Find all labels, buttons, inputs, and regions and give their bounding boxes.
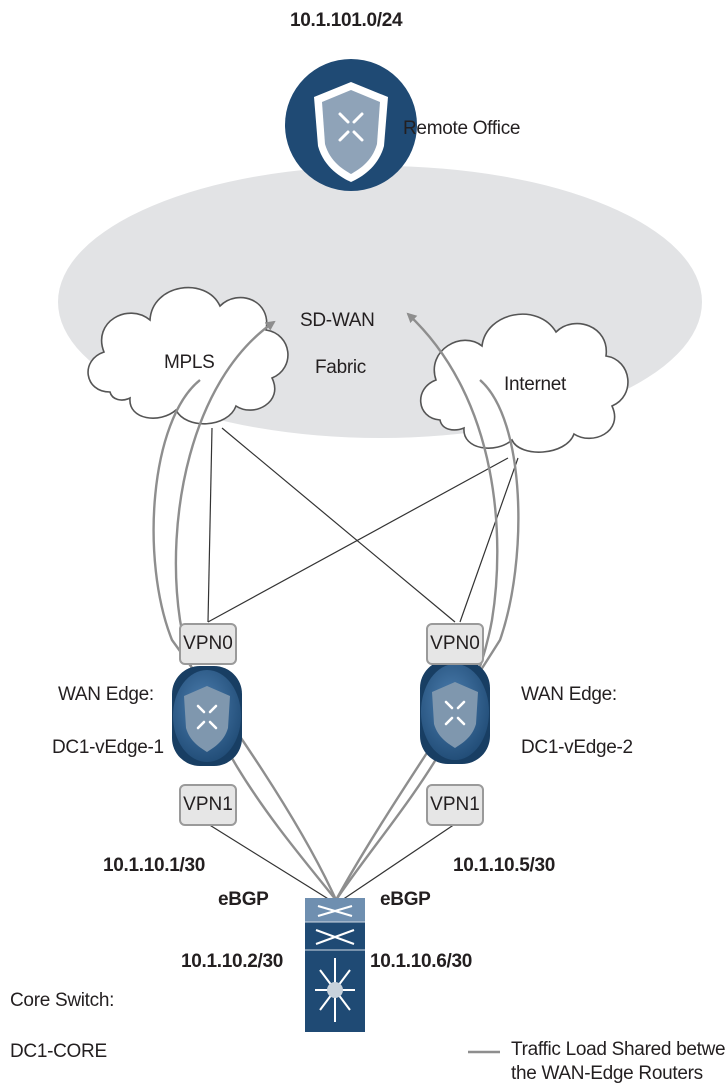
ebgp-left-label: eBGP <box>218 889 269 910</box>
ebgp-links <box>207 823 456 901</box>
edge1-router-icon <box>172 666 242 766</box>
edge2-vpn0-box: VPN0 <box>426 623 484 665</box>
edge1-vpn0-box: VPN0 <box>179 623 237 665</box>
ip-edge2-label: 10.1.10.5/30 <box>453 855 556 876</box>
internet-cloud-icon <box>419 313 629 453</box>
mpls-cloud-icon <box>87 286 289 425</box>
remote-office-label: Remote Office <box>403 118 521 139</box>
edge2-vpn1-box: VPN1 <box>426 784 484 826</box>
ip-core-left-label: 10.1.10.2/30 <box>181 951 284 972</box>
traffic-load-lines <box>152 312 520 901</box>
ip-core-right-label: 10.1.10.6/30 <box>370 951 473 972</box>
remote-subnet-label: 10.1.101.0/24 <box>290 10 403 31</box>
remote-office-router-icon <box>285 59 417 191</box>
legend-text-line1: Traffic Load Shared between <box>511 1039 725 1060</box>
core-name-label: DC1-CORE <box>10 1041 107 1062</box>
legend-text-line2: the WAN-Edge Routers <box>511 1063 703 1084</box>
ip-edge1-label: 10.1.10.1/30 <box>103 855 206 876</box>
fabric-label-line1: SD-WAN <box>300 310 375 331</box>
core-title-label: Core Switch: <box>10 990 115 1011</box>
fabric-label-line2: Fabric <box>315 357 366 378</box>
edge2-router-icon <box>420 660 490 764</box>
wan-links <box>207 427 519 623</box>
edge1-name-label: DC1-vEdge-1 <box>52 737 164 758</box>
internet-label: Internet <box>504 374 567 395</box>
edge2-name-label: DC1-vEdge-2 <box>521 737 633 758</box>
edge2-title-label: WAN Edge: <box>521 684 617 705</box>
core-switch-icon <box>305 898 365 1032</box>
edge1-title-label: WAN Edge: <box>58 684 154 705</box>
mpls-label: MPLS <box>164 352 215 373</box>
ebgp-right-label: eBGP <box>380 889 431 910</box>
edge1-vpn1-box: VPN1 <box>179 784 237 826</box>
